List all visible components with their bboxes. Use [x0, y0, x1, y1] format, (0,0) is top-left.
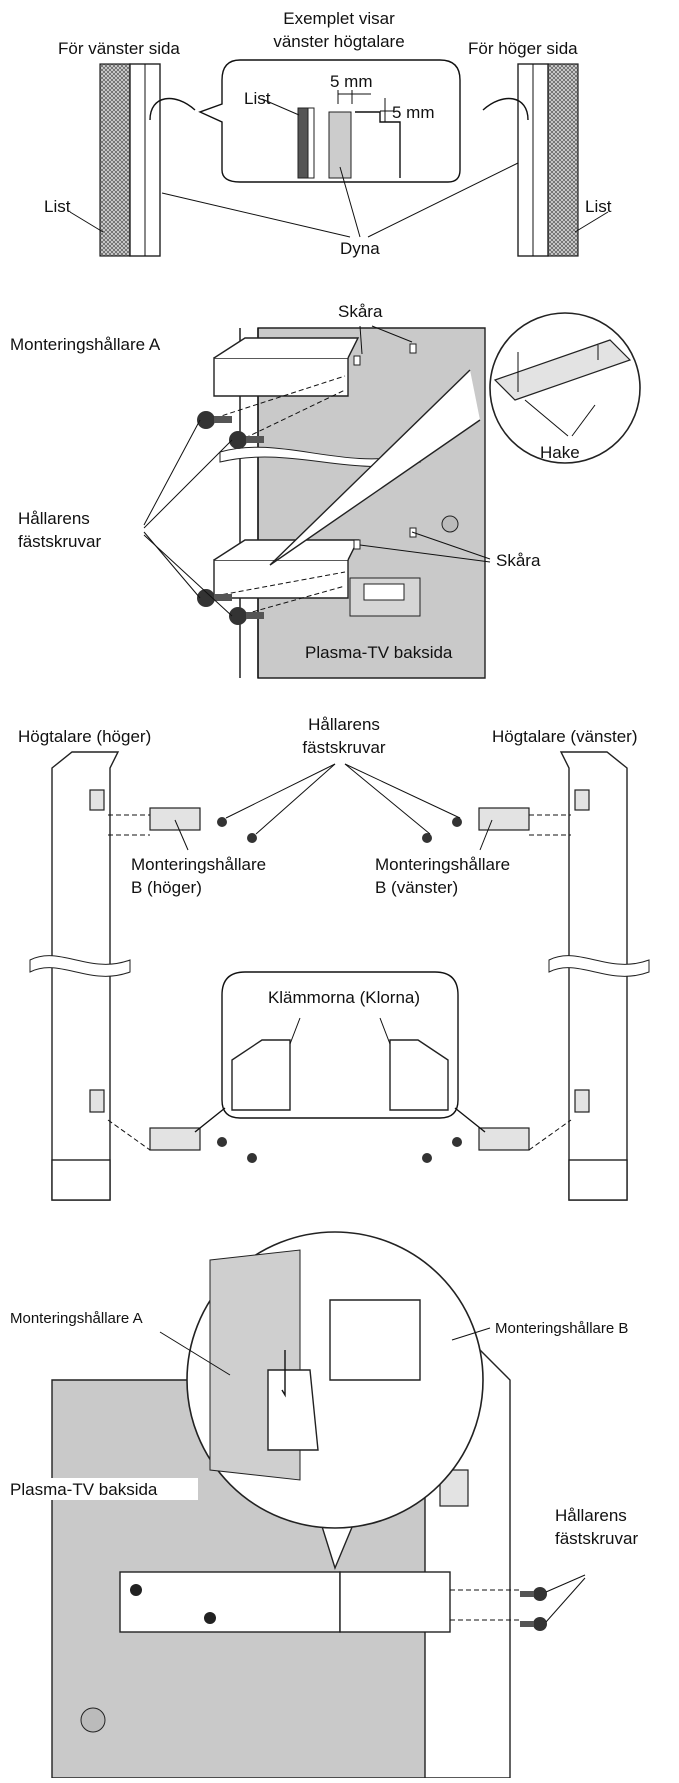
screw-icon [217, 1137, 227, 1147]
screws-label-line-1: Hållarens [308, 715, 380, 734]
screw-icon [422, 1153, 432, 1163]
list-right-label: List [585, 197, 612, 216]
bracket-b-right-line-2: B (höger) [131, 878, 202, 897]
screw-icon [247, 1153, 257, 1163]
screws-label-line-1: Hållarens [555, 1506, 627, 1525]
screw-icon [197, 411, 232, 429]
bracket-a-label: Monteringshållare A [10, 335, 161, 354]
bracket-b-left-line-2: B (vänster) [375, 878, 458, 897]
slot-top-label: Skåra [338, 302, 383, 321]
caption-line-2: vänster högtalare [273, 32, 404, 51]
tv-back-label: Plasma-TV baksida [305, 643, 453, 662]
right-side-title: För höger sida [468, 39, 578, 58]
bracket-a-label: Monteringshållare A [10, 1310, 143, 1327]
caption-line-1: Exemplet visar [283, 9, 395, 28]
left-speaker-strip [99, 63, 196, 257]
left-side-title: För vänster sida [58, 39, 180, 58]
panel-attach-speaker: Monteringshållare A Monteringshållare B … [8, 1231, 638, 1779]
screw-icon [452, 1137, 462, 1147]
bracket-b-label: Monteringshållare B [495, 1320, 628, 1337]
slot-bottom-label: Skåra [496, 551, 541, 570]
hook-label: Hake [540, 443, 580, 462]
panel-speaker-pad: Exemplet visar vänster högtalare För vän… [44, 9, 612, 258]
screw-icon [247, 833, 257, 843]
speaker-right-label: Högtalare (höger) [18, 727, 151, 746]
list-left-label: List [44, 197, 71, 216]
dim-horizontal-label: 5 mm [330, 72, 373, 91]
clamps-label: Klämmorna (Klorna) [268, 988, 420, 1007]
dim-vertical-label: 5 mm [392, 103, 435, 122]
screws-label-line-1: Hållarens [18, 509, 90, 528]
bracket-b-left-line-1: Monteringshållare [375, 855, 510, 874]
screw-icon [520, 1587, 547, 1601]
screws-label-line-2: fästskruvar [302, 738, 385, 757]
right-speaker-strip [482, 63, 579, 257]
pad-label: Dyna [340, 239, 380, 258]
screw-icon [229, 431, 264, 449]
screw-icon [452, 817, 462, 827]
screw-icon [197, 589, 232, 607]
screw-icon [520, 1617, 547, 1631]
screw-icon [229, 607, 264, 625]
screws-label-line-2: fästskruvar [555, 1529, 638, 1548]
panel-bracket-b: Högtalare (höger) Högtalare (vänster) Hå… [18, 715, 650, 1201]
screw-icon [422, 833, 432, 843]
bracket-b-right-line-1: Monteringshållare [131, 855, 266, 874]
panel-bracket-a: Skåra Monteringshållare A Hake Hållarens… [10, 302, 641, 679]
screw-icon [217, 817, 227, 827]
inset-list-label: List [244, 89, 271, 108]
tv-back-label: Plasma-TV baksida [10, 1480, 158, 1499]
speaker-left-label: Högtalare (vänster) [492, 727, 638, 746]
screws-label-line-2: fästskruvar [18, 532, 101, 551]
